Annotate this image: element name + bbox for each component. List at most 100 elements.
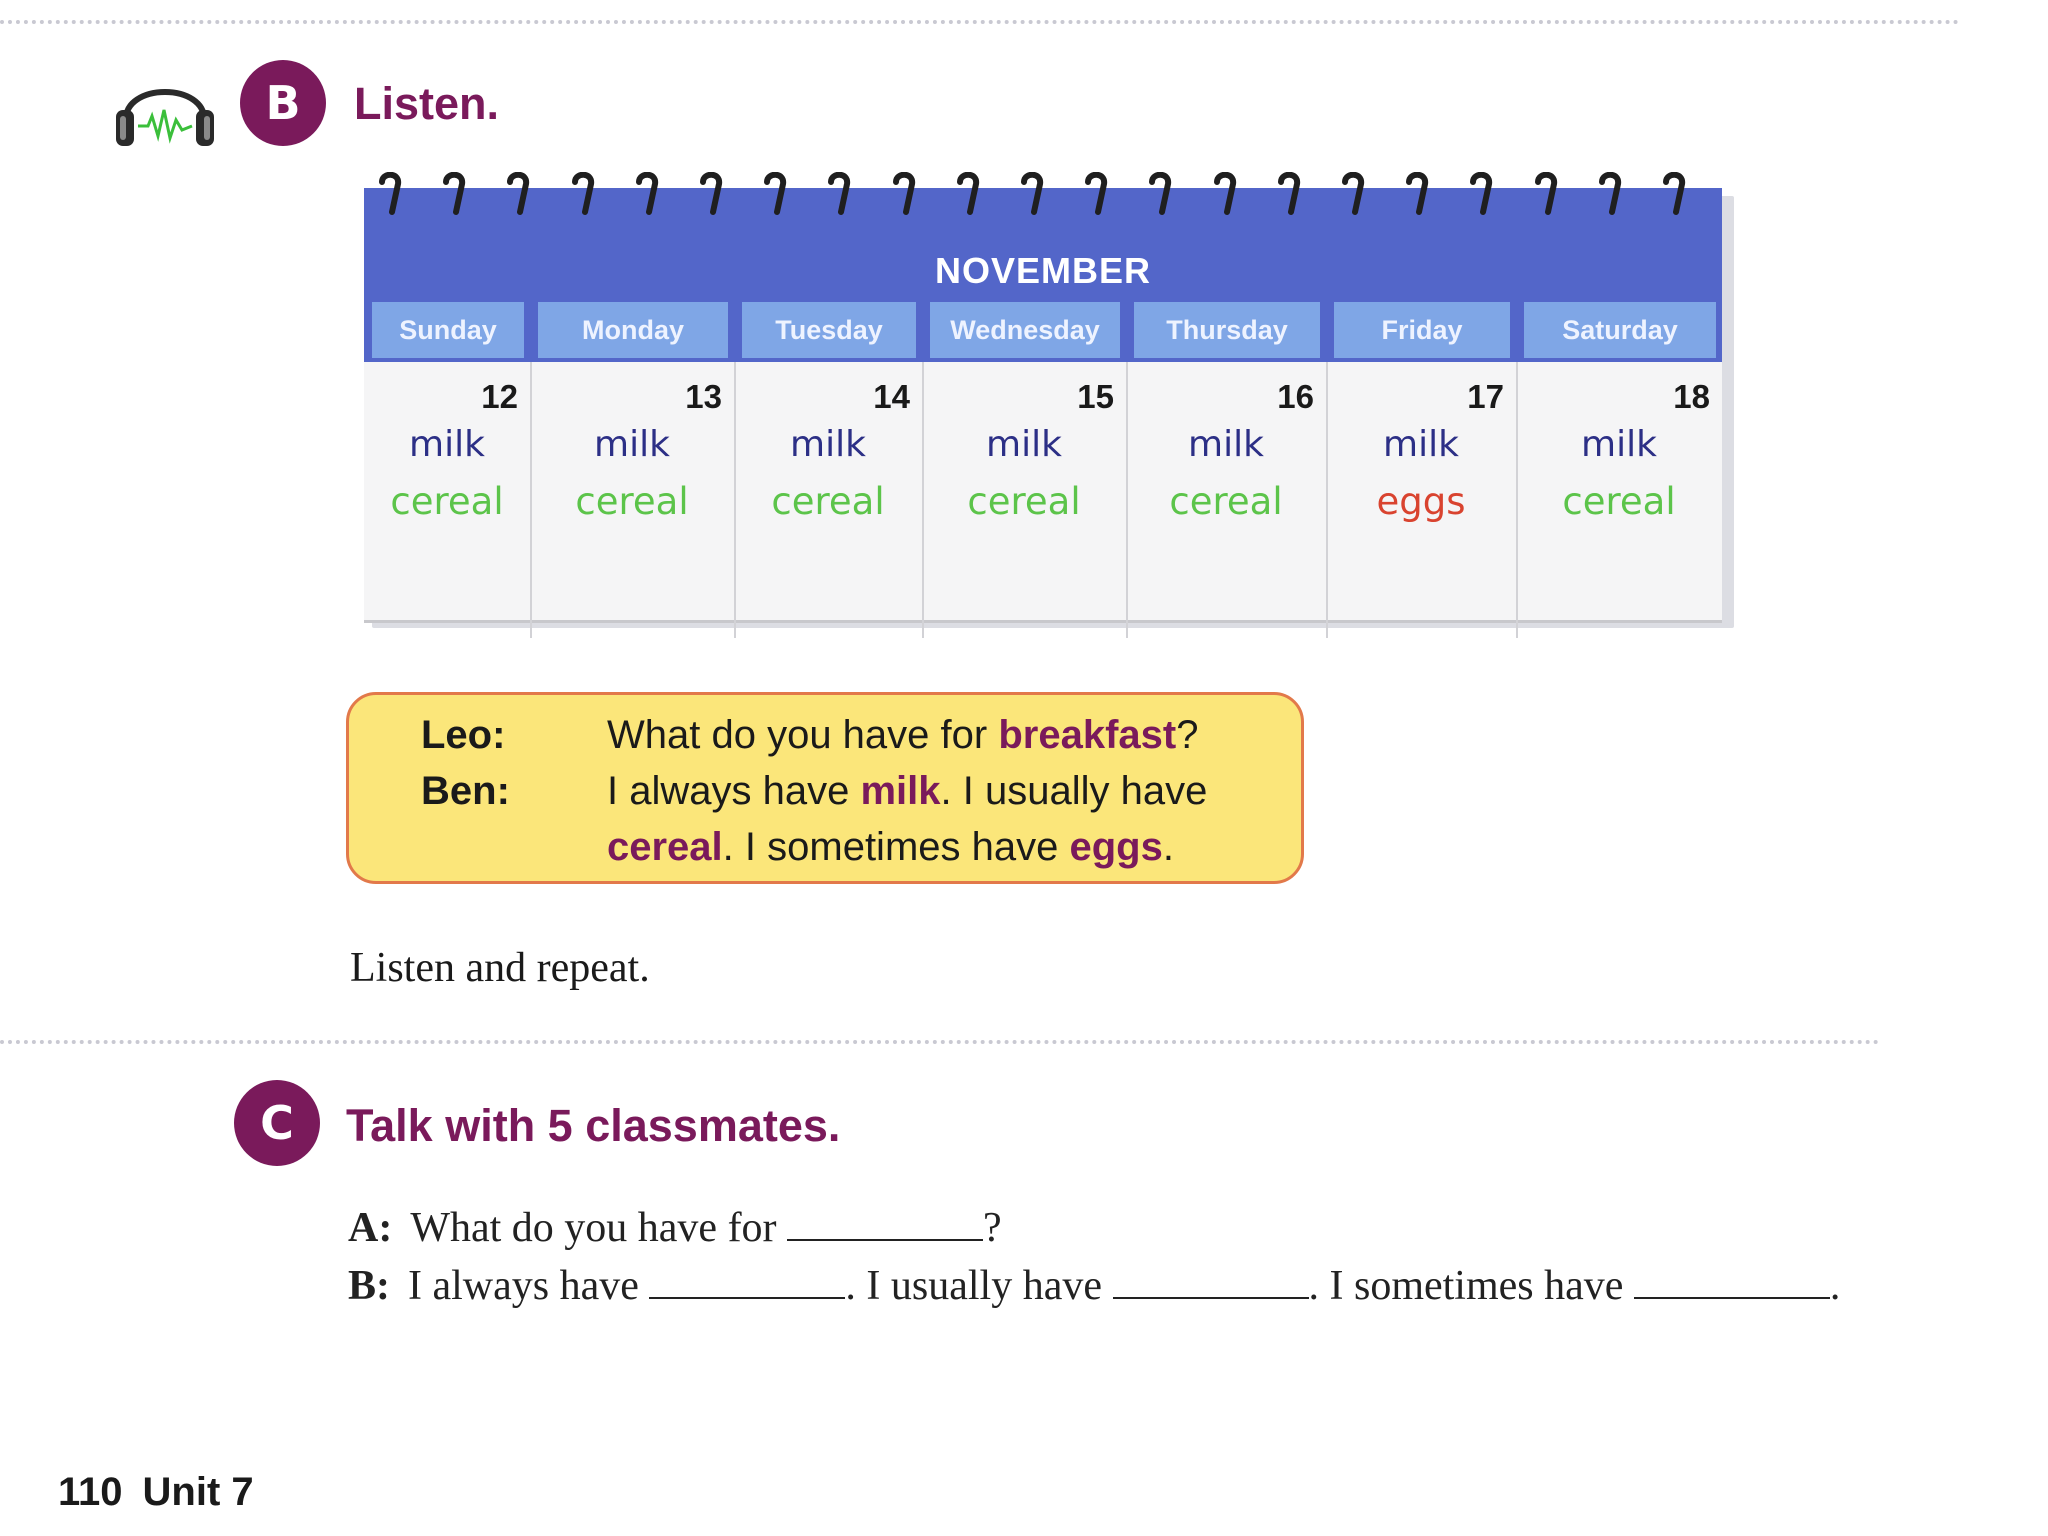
food-item-1: milk — [986, 424, 1062, 465]
food-item-1: milk — [1188, 424, 1264, 465]
day-date: 18 — [1673, 378, 1710, 415]
practice-line-a: A: What do you have for ? — [348, 1204, 1002, 1252]
spiral-ring-icon — [1277, 171, 1303, 220]
blank-usually — [1112, 1265, 1309, 1299]
day-header-thursday: Thursday — [1134, 302, 1320, 358]
spiral-ring-icon — [635, 171, 661, 220]
practice-a-label: A: — [348, 1205, 393, 1251]
spiral-ring-icon — [1469, 171, 1495, 220]
spiral-ring-icon — [1148, 171, 1174, 220]
day-header-sunday: Sunday — [372, 302, 524, 358]
spiral-ring-icon — [763, 171, 789, 220]
spiral-ring-icon — [1084, 171, 1110, 220]
practice-b-end: . — [1829, 1263, 1841, 1309]
day-date: 12 — [481, 378, 518, 415]
practice-b-text2: . I usually have — [845, 1263, 1113, 1309]
section-c-title: Talk with 5 classmates. — [346, 1100, 841, 1151]
spiral-ring-icon — [1405, 171, 1431, 220]
food-item-2: cereal — [771, 480, 885, 523]
day-header-wednesday: Wednesday — [930, 302, 1120, 358]
spiral-ring-icon — [378, 171, 404, 220]
calendar-month: NOVEMBER — [934, 250, 1152, 291]
day-cell-saturday: 18 milk cereal — [1516, 362, 1722, 638]
section-b-badge: B — [240, 60, 326, 146]
section-c-badge: C — [234, 1080, 320, 1166]
spiral-binding — [378, 171, 1708, 224]
practice-b-text3: . I sometimes have — [1308, 1263, 1634, 1309]
highlight-milk: milk — [860, 769, 941, 813]
food-item-1: milk — [1383, 424, 1459, 465]
food-item-1: milk — [790, 424, 866, 465]
dialogue-line-3: cereal. I sometimes have eggs. — [607, 825, 1174, 870]
blank-always — [649, 1265, 846, 1299]
spiral-ring-icon — [1598, 171, 1624, 220]
day-date: 17 — [1467, 378, 1504, 415]
day-date: 15 — [1077, 378, 1114, 415]
middle-dotted-divider — [0, 1040, 1880, 1044]
day-cell-sunday: 12 milk cereal — [364, 362, 532, 638]
line1-end: ? — [1176, 713, 1199, 757]
spiral-ring-icon — [956, 171, 982, 220]
highlight-eggs: eggs — [1069, 825, 1163, 869]
line3-end: . — [1162, 825, 1174, 869]
listen-repeat-instruction: Listen and repeat. — [350, 945, 650, 991]
food-item-1: milk — [409, 424, 485, 465]
practice-a-end: ? — [983, 1205, 1002, 1251]
spiral-ring-icon — [1341, 171, 1367, 220]
dialogue-line-1: What do you have for breakfast? — [607, 713, 1198, 758]
line2-end: . I usually have — [940, 769, 1208, 813]
spiral-ring-icon — [892, 171, 918, 220]
food-item-1: milk — [1581, 424, 1657, 465]
headphones-icon[interactable] — [112, 64, 218, 150]
food-item-1: milk — [594, 424, 670, 465]
blank-sometimes — [1633, 1265, 1830, 1299]
practice-a-text: What do you have for — [410, 1205, 788, 1251]
spiral-ring-icon — [827, 171, 853, 220]
practice-b-label: B: — [348, 1263, 390, 1309]
spiral-ring-icon — [571, 171, 597, 220]
spiral-ring-icon — [1662, 171, 1688, 220]
highlight-cereal: cereal — [607, 825, 723, 869]
day-date: 14 — [873, 378, 910, 415]
spiral-ring-icon — [699, 171, 725, 220]
section-b-title: Listen. — [354, 78, 500, 129]
practice-b-text1: I always have — [408, 1263, 650, 1309]
day-cell-wednesday: 15 milk cereal — [922, 362, 1128, 638]
line3-text: . I sometimes have — [722, 825, 1070, 869]
spiral-ring-icon — [1534, 171, 1560, 220]
speaker-leo: Leo: — [421, 713, 506, 757]
food-item-2: cereal — [390, 480, 504, 523]
unit-label: Unit 7 — [142, 1470, 254, 1514]
spiral-ring-icon — [442, 171, 468, 220]
page-footer: 110 Unit 7 — [58, 1470, 254, 1515]
food-item-2: cereal — [1562, 480, 1676, 523]
day-cell-monday: 13 milk cereal — [530, 362, 736, 638]
food-item-2: cereal — [1169, 480, 1283, 523]
day-header-monday: Monday — [538, 302, 728, 358]
dialogue-line-2: I always have milk. I usually have — [607, 769, 1207, 814]
speaker-ben: Ben: — [421, 769, 510, 813]
highlight-breakfast: breakfast — [998, 713, 1177, 757]
day-header-tuesday: Tuesday — [742, 302, 916, 358]
day-header-friday: Friday — [1334, 302, 1510, 358]
food-item-2: cereal — [967, 480, 1081, 523]
spiral-ring-icon — [506, 171, 532, 220]
line2-text: I always have — [607, 769, 861, 813]
day-header-saturday: Saturday — [1524, 302, 1716, 358]
day-date: 16 — [1277, 378, 1314, 415]
practice-line-b: B: I always have . I usually have . I som… — [348, 1262, 1840, 1310]
page-number: 110 — [58, 1470, 123, 1514]
top-dotted-divider — [0, 20, 1960, 24]
line1-text: What do you have for — [607, 713, 999, 757]
spiral-ring-icon — [1213, 171, 1239, 220]
day-cell-thursday: 16 milk cereal — [1126, 362, 1328, 638]
food-item-2: eggs — [1376, 480, 1466, 523]
day-date: 13 — [685, 378, 722, 415]
food-item-2: cereal — [575, 480, 689, 523]
blank-meal — [787, 1207, 984, 1241]
